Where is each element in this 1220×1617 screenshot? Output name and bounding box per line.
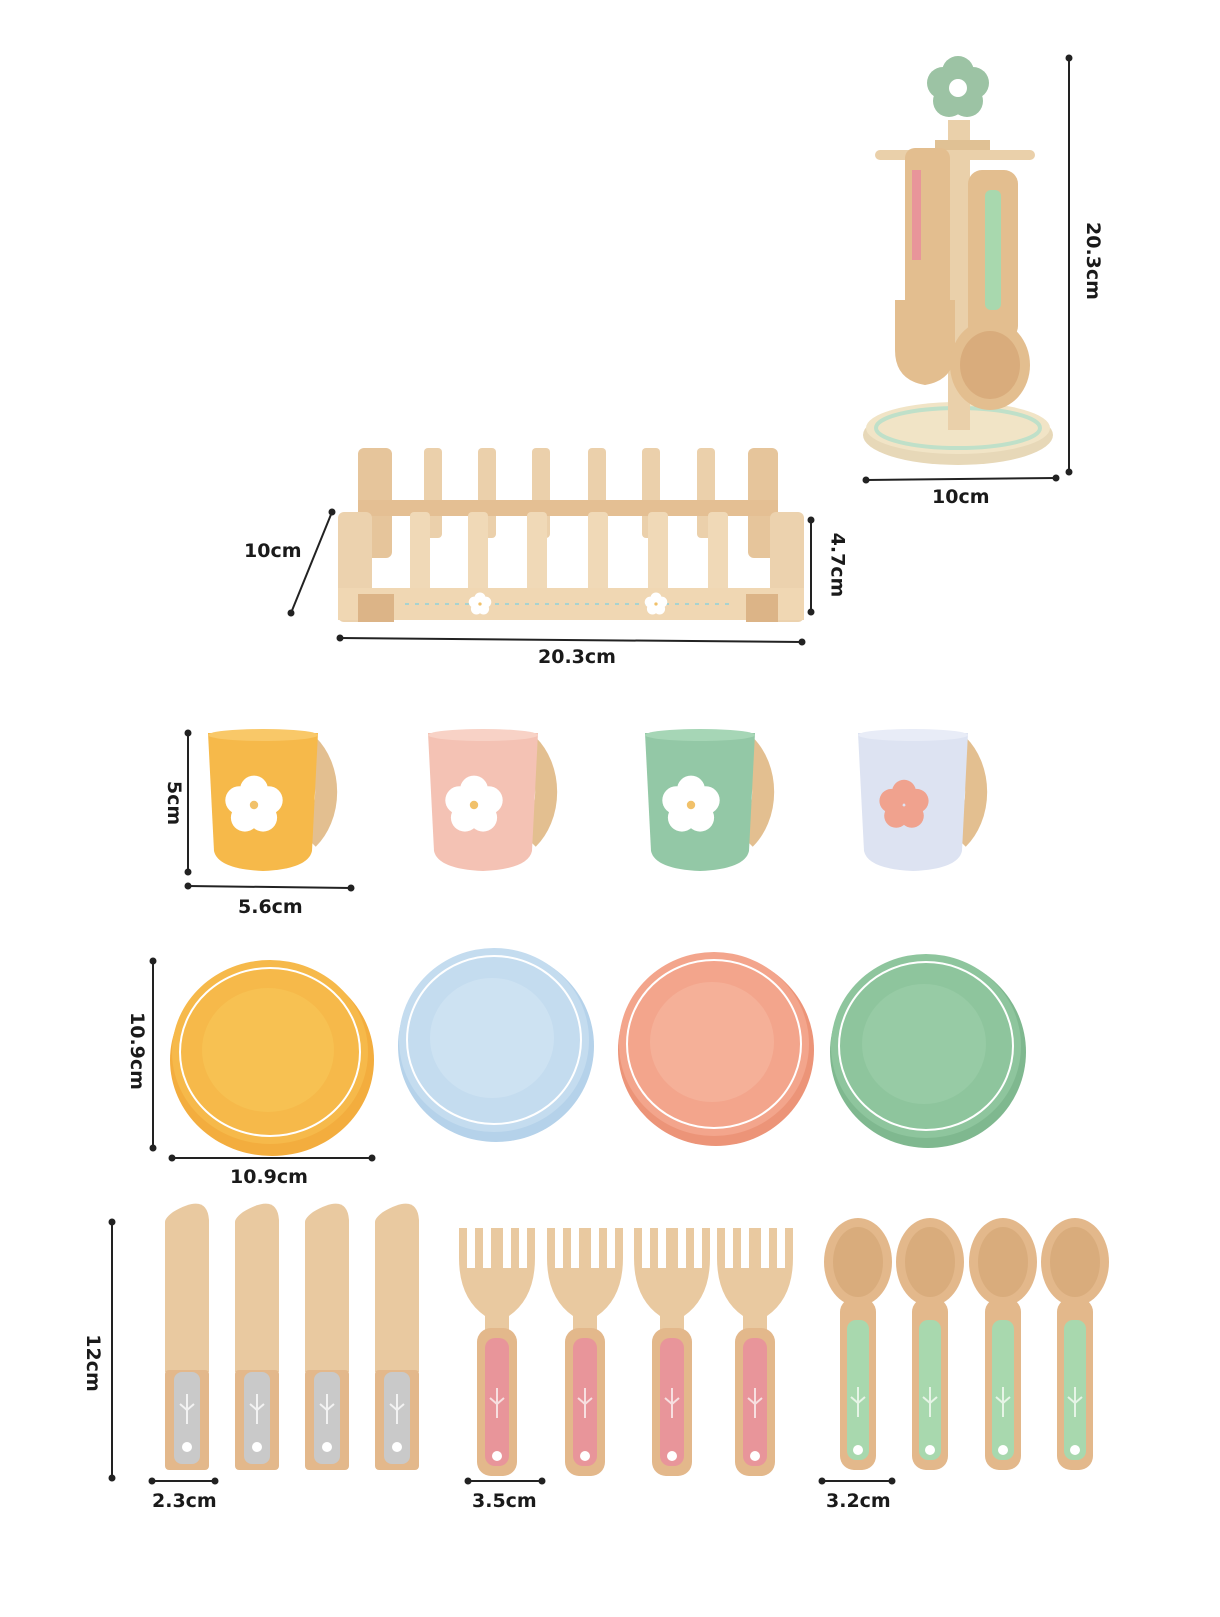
cutlery-length-label: 12cm [81,1334,104,1392]
cup-yellow [208,729,338,871]
plate-width-label: 10.9cm [230,1166,308,1188]
stand-height-label: 20.3cm [1081,222,1104,300]
knives [164,1202,420,1471]
fork-width-label: 3.5cm [472,1490,537,1512]
cup-dimension-lines [184,729,355,892]
stand-width-label: 10cm [932,486,990,508]
spoon-width-label: 3.2cm [826,1490,891,1512]
plate-sage [830,954,1026,1148]
rack-dimension-lines [287,508,815,646]
cup-lavender [858,729,988,871]
utensil-stand [863,56,1053,465]
stand-dimension-lines [862,54,1073,484]
rack-height-label: 4.7cm [826,532,849,598]
cutlery-dimension-lines [108,1218,896,1485]
rack-depth-label: 10cm [244,540,302,562]
cup-height-label: 5cm [163,780,186,826]
plate-height-label: 10.9cm [125,1012,148,1090]
plate-yellow [170,960,374,1156]
knife-width-label: 2.3cm [152,1490,217,1512]
cup-width-label: 5.6cm [238,896,303,918]
plate-sky [398,948,594,1142]
dish-rack [338,448,804,622]
spoons [823,1217,1110,1471]
plate-dimension-lines [149,957,376,1162]
cup-mint [645,729,775,871]
cup-pink [428,729,558,871]
plate-peach [618,952,814,1146]
rack-length-label: 20.3cm [538,646,616,668]
forks [458,1227,794,1477]
